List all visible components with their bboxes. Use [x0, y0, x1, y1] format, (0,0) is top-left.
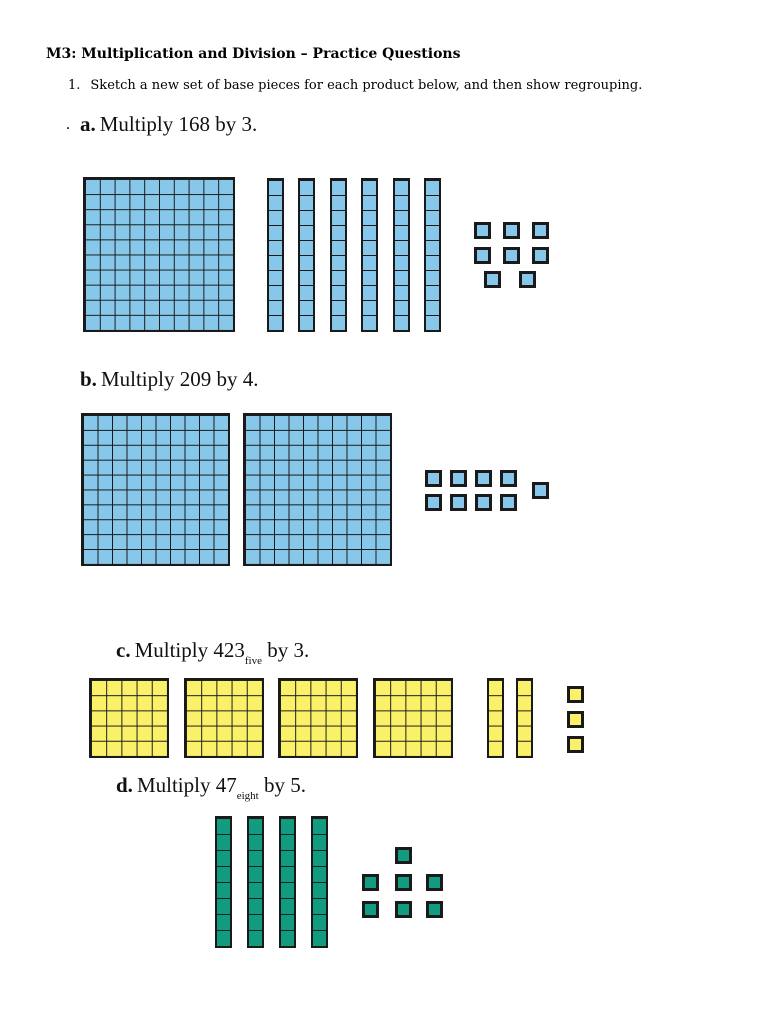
long-block: [267, 178, 284, 332]
part-d-text-after: by 5.: [263, 773, 306, 797]
long-block: [279, 816, 296, 948]
unit-block: [450, 494, 467, 511]
part-d-text: Multiply 47: [136, 773, 237, 797]
unit-block: [532, 482, 549, 499]
unit-block: [503, 222, 520, 239]
long-block: [311, 816, 328, 948]
part-a-label: a.: [80, 112, 96, 136]
part-c-text: Multiply 423: [134, 638, 245, 662]
unit-block: [475, 470, 492, 487]
unit-block: [474, 222, 491, 239]
part-a-heading: a.Multiply 168 by 3.: [80, 112, 257, 137]
flat-block: [243, 413, 392, 566]
part-c-label: c.: [116, 638, 131, 662]
unit-block: [532, 222, 549, 239]
unit-block: [425, 470, 442, 487]
unit-block: [362, 874, 379, 891]
unit-block: [567, 736, 584, 753]
unit-block: [395, 901, 412, 918]
part-d-label: d.: [116, 773, 133, 797]
unit-block: [532, 247, 549, 264]
question-instruction: 1. Sketch a new set of base pieces for ea…: [68, 78, 642, 93]
unit-block: [395, 847, 412, 864]
part-c-text-after: by 3.: [267, 638, 310, 662]
long-block: [361, 178, 378, 332]
long-block: [516, 678, 533, 758]
part-b-text: Multiply 209 by 4.: [100, 367, 259, 391]
question-text: Sketch a new set of base pieces for each…: [90, 78, 643, 93]
unit-block: [475, 494, 492, 511]
flat-block: [373, 678, 453, 758]
part-d-heading: d.Multiply 47eight by 5.: [116, 773, 306, 802]
unit-block: [395, 874, 412, 891]
flat-block: [278, 678, 358, 758]
flat-block: [81, 413, 230, 566]
unit-block: [503, 247, 520, 264]
long-block: [215, 816, 232, 948]
part-c-heading: c.Multiply 423five by 3.: [116, 638, 310, 667]
long-block: [247, 816, 264, 948]
unit-block: [450, 470, 467, 487]
long-block: [487, 678, 504, 758]
long-block: [393, 178, 410, 332]
unit-block: [519, 271, 536, 288]
part-c-subscript: five: [244, 655, 262, 667]
long-block: [330, 178, 347, 332]
stray-mark: .: [66, 116, 70, 133]
long-block: [424, 178, 441, 332]
unit-block: [425, 494, 442, 511]
unit-block: [474, 247, 491, 264]
page-title: M3: Multiplication and Division – Practi…: [46, 46, 461, 62]
part-b-label: b.: [80, 367, 97, 391]
flat-block: [89, 678, 169, 758]
question-number: 1.: [68, 78, 81, 93]
flat-block: [83, 177, 235, 332]
unit-block: [567, 711, 584, 728]
part-a-text: Multiply 168 by 3.: [99, 112, 258, 136]
flat-block: [184, 678, 264, 758]
unit-block: [426, 901, 443, 918]
unit-block: [426, 874, 443, 891]
part-b-heading: b.Multiply 209 by 4.: [80, 367, 258, 392]
unit-block: [484, 271, 501, 288]
unit-block: [362, 901, 379, 918]
long-block: [298, 178, 315, 332]
unit-block: [500, 494, 517, 511]
unit-block: [567, 686, 584, 703]
part-d-subscript: eight: [236, 790, 259, 802]
unit-block: [500, 470, 517, 487]
